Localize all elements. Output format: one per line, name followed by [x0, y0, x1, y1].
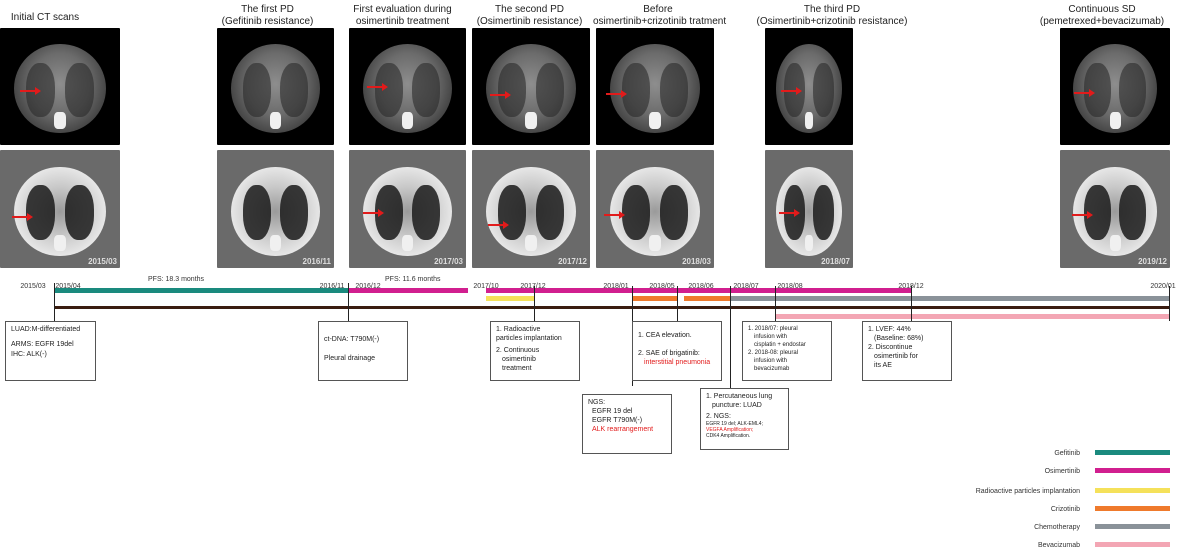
tick-2016-12: 2016/12	[355, 283, 381, 290]
bar-chemotherapy	[730, 296, 1170, 301]
bar-crizotinib-2	[684, 296, 730, 301]
panel-title-2: The first PD(Gefitinib resistance)	[221, 4, 314, 27]
marker-line	[677, 286, 678, 321]
tick-2018-08: 2018/08	[777, 283, 803, 290]
ct-scan-mediastinal-5	[596, 28, 714, 145]
scan-date: 2018/07	[821, 257, 850, 266]
note-first-pd: ct-DNA: T790M(-) Pleural drainage	[318, 321, 408, 381]
marker-line	[348, 283, 349, 321]
ct-scan-lung-6: 2018/07	[765, 150, 853, 268]
scan-date: 2019/12	[1138, 257, 1167, 266]
pfs-label-gefitinib: PFS: 18.3 months	[148, 276, 205, 283]
note-ngs-1: NGS: EGFR 19 del EGFR T790M(-) ALK rearr…	[582, 394, 672, 454]
scan-date: 2018/03	[682, 257, 711, 266]
legend-swatch	[1095, 488, 1170, 493]
tick-2015-04: 2015/04	[55, 283, 81, 290]
note-ngs-2: 1. Percutaneous lung puncture: LUAD 2. N…	[700, 388, 789, 450]
tick-2018-06: 2018/06	[688, 283, 714, 290]
bar-crizotinib	[632, 296, 677, 301]
tick-2017-12: 2017/12	[520, 283, 546, 290]
pfs-label-osimertinib: PFS: 11.6 months	[385, 276, 441, 283]
ct-scan-mediastinal-2	[217, 28, 334, 145]
legend-radioactive: Radioactive particles implantation	[940, 488, 1170, 500]
ct-scan-mediastinal-7	[1060, 28, 1170, 145]
legend-bevacizumab: Bevacizumab	[940, 542, 1170, 554]
red-arrow-icon	[12, 213, 33, 221]
ct-scan-lung-2: 2016/11	[217, 150, 334, 268]
red-arrow-icon	[1074, 89, 1095, 97]
red-arrow-icon	[604, 211, 625, 219]
red-arrow-icon	[490, 91, 511, 99]
bar-osimertinib-2	[486, 288, 632, 293]
ct-scan-lung-1: 2015/03	[0, 150, 120, 268]
timeline-axis	[54, 306, 1170, 309]
legend-osimertinib: Osimertinib	[940, 468, 1170, 480]
legend-chemotherapy: Chemotherapy	[940, 524, 1170, 536]
marker-line	[911, 286, 912, 321]
ct-scan-lung-3: 2017/03	[349, 150, 466, 268]
legend-crizotinib: Crizotinib	[940, 506, 1170, 518]
red-arrow-icon	[20, 87, 41, 95]
bar-gefitinib	[54, 288, 348, 293]
marker-line	[534, 286, 535, 321]
red-arrow-icon	[488, 221, 509, 229]
red-arrow-icon	[781, 87, 802, 95]
bar-osimertinib	[348, 288, 468, 293]
marker-line	[730, 286, 731, 388]
scan-date: 2016/11	[302, 257, 331, 266]
panel-title-7: Continuous SD(pemetrexed+bevacizumab)	[1039, 4, 1165, 27]
note-initial-diagnosis: LUAD:M-differentiated ARMS: EGFR 19del I…	[5, 321, 96, 381]
ct-scan-lung-7: 2019/12	[1060, 150, 1170, 268]
red-arrow-icon	[1072, 211, 1093, 219]
ct-scan-mediastinal-6	[765, 28, 853, 145]
note-pleural-infusion: 1. 2018/07: pleural infusion with cispla…	[742, 321, 832, 381]
marker-line	[1169, 286, 1170, 321]
tick-2017-10: 2017/10	[473, 283, 499, 290]
ct-scan-lung-5: 2018/03	[596, 150, 714, 268]
tick-2018-05: 2018/05	[649, 283, 675, 290]
legend-swatch	[1095, 450, 1170, 455]
scan-date: 2017/12	[558, 257, 587, 266]
tick-2020-01: 2020/01	[1150, 283, 1176, 290]
marker-line	[54, 283, 55, 321]
ct-scan-mediastinal-1	[0, 28, 120, 145]
red-arrow-icon	[779, 209, 800, 217]
legend-swatch	[1095, 468, 1170, 473]
red-arrow-icon	[606, 90, 627, 98]
scan-date: 2015/03	[88, 257, 117, 266]
bar-bevacizumab	[775, 314, 1170, 319]
panel-title-4: The second PD(Osimertinib resistance)	[476, 4, 583, 27]
legend-swatch	[1095, 542, 1170, 547]
scan-date: 2017/03	[434, 257, 463, 266]
red-arrow-icon	[363, 209, 384, 217]
panel-title-1: Initial CT scans	[10, 12, 80, 23]
bar-radioactive-implant	[486, 296, 534, 301]
note-second-pd: 1. Radioactive particles implantation 2.…	[490, 321, 580, 381]
red-arrow-icon	[367, 83, 388, 91]
tick-2015-03: 2015/03	[20, 283, 46, 290]
note-cea-elevation: 1. CEA elevation. 2. SAE of brigatinib: …	[632, 321, 722, 381]
note-lvef: 1. LVEF: 44% (Baseline: 68%) 2. Disconti…	[862, 321, 952, 381]
tick-2018-07: 2018/07	[733, 283, 759, 290]
tick-2016-11: 2016/11	[319, 283, 345, 290]
tick-2018-01: 2018/01	[603, 283, 629, 290]
ct-scan-lung-4: 2017/12	[472, 150, 590, 268]
ct-scan-mediastinal-4	[472, 28, 590, 145]
legend-gefitinib: Gefitinib	[940, 450, 1170, 462]
marker-line	[775, 286, 776, 321]
legend-swatch	[1095, 506, 1170, 511]
legend-swatch	[1095, 524, 1170, 529]
ct-scan-mediastinal-3	[349, 28, 466, 145]
bar-osimertinib-3	[632, 288, 912, 293]
panel-title-6: The third PD(Osimertinib+crizotinib resi…	[756, 4, 908, 27]
